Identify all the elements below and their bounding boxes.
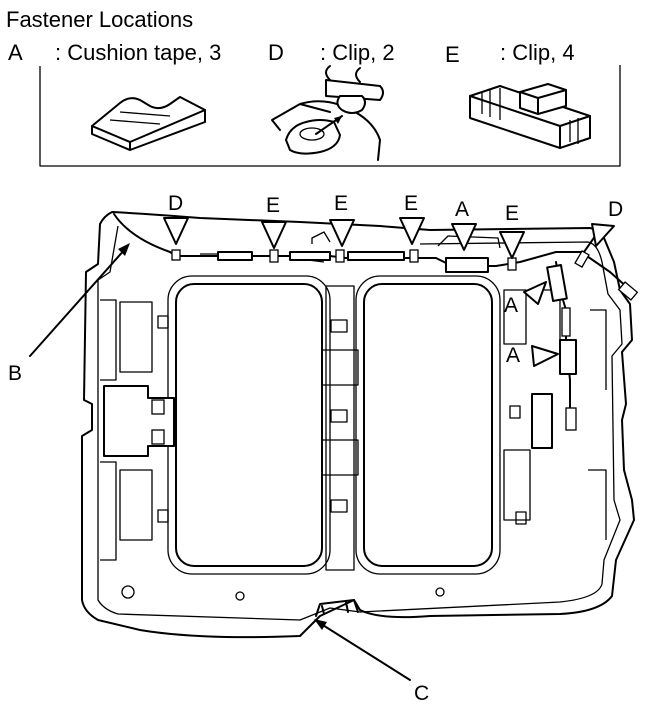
callout-markers xyxy=(163,217,615,367)
callout-e4: E xyxy=(505,202,519,225)
callout-b: B xyxy=(8,362,22,385)
headliner-panel xyxy=(81,211,635,639)
legend-text-e: : Clip, 4 xyxy=(500,40,575,65)
left-sunroof-opening xyxy=(175,283,323,567)
wire-harness xyxy=(113,213,639,431)
diagram-title: Fastener Locations xyxy=(6,7,193,32)
legend-code-a: A xyxy=(8,40,23,65)
callout-a-mid: A xyxy=(504,294,518,317)
callout-e2: E xyxy=(334,192,348,215)
legend-text-a: : Cushion tape, 3 xyxy=(55,40,221,65)
callout-d-left: D xyxy=(168,192,183,215)
clip-e-icon xyxy=(469,83,591,149)
callout-d-right: D xyxy=(608,198,623,221)
clip-d-icon xyxy=(271,65,384,161)
callout-e3: E xyxy=(404,192,418,215)
leader-b xyxy=(29,243,130,357)
callout-e1: E xyxy=(266,194,280,217)
callout-a-low: A xyxy=(506,344,520,367)
legend-frame xyxy=(39,65,621,167)
legend-code-d: D xyxy=(268,40,284,65)
callout-c: C xyxy=(414,682,429,705)
legend-code-e: E xyxy=(445,42,460,67)
right-sunroof-opening xyxy=(363,283,493,567)
callout-a-top: A xyxy=(455,198,469,221)
cushion-tape-icon xyxy=(91,96,206,151)
legend-text-d: : Clip, 2 xyxy=(320,40,395,65)
leader-c xyxy=(314,619,411,681)
